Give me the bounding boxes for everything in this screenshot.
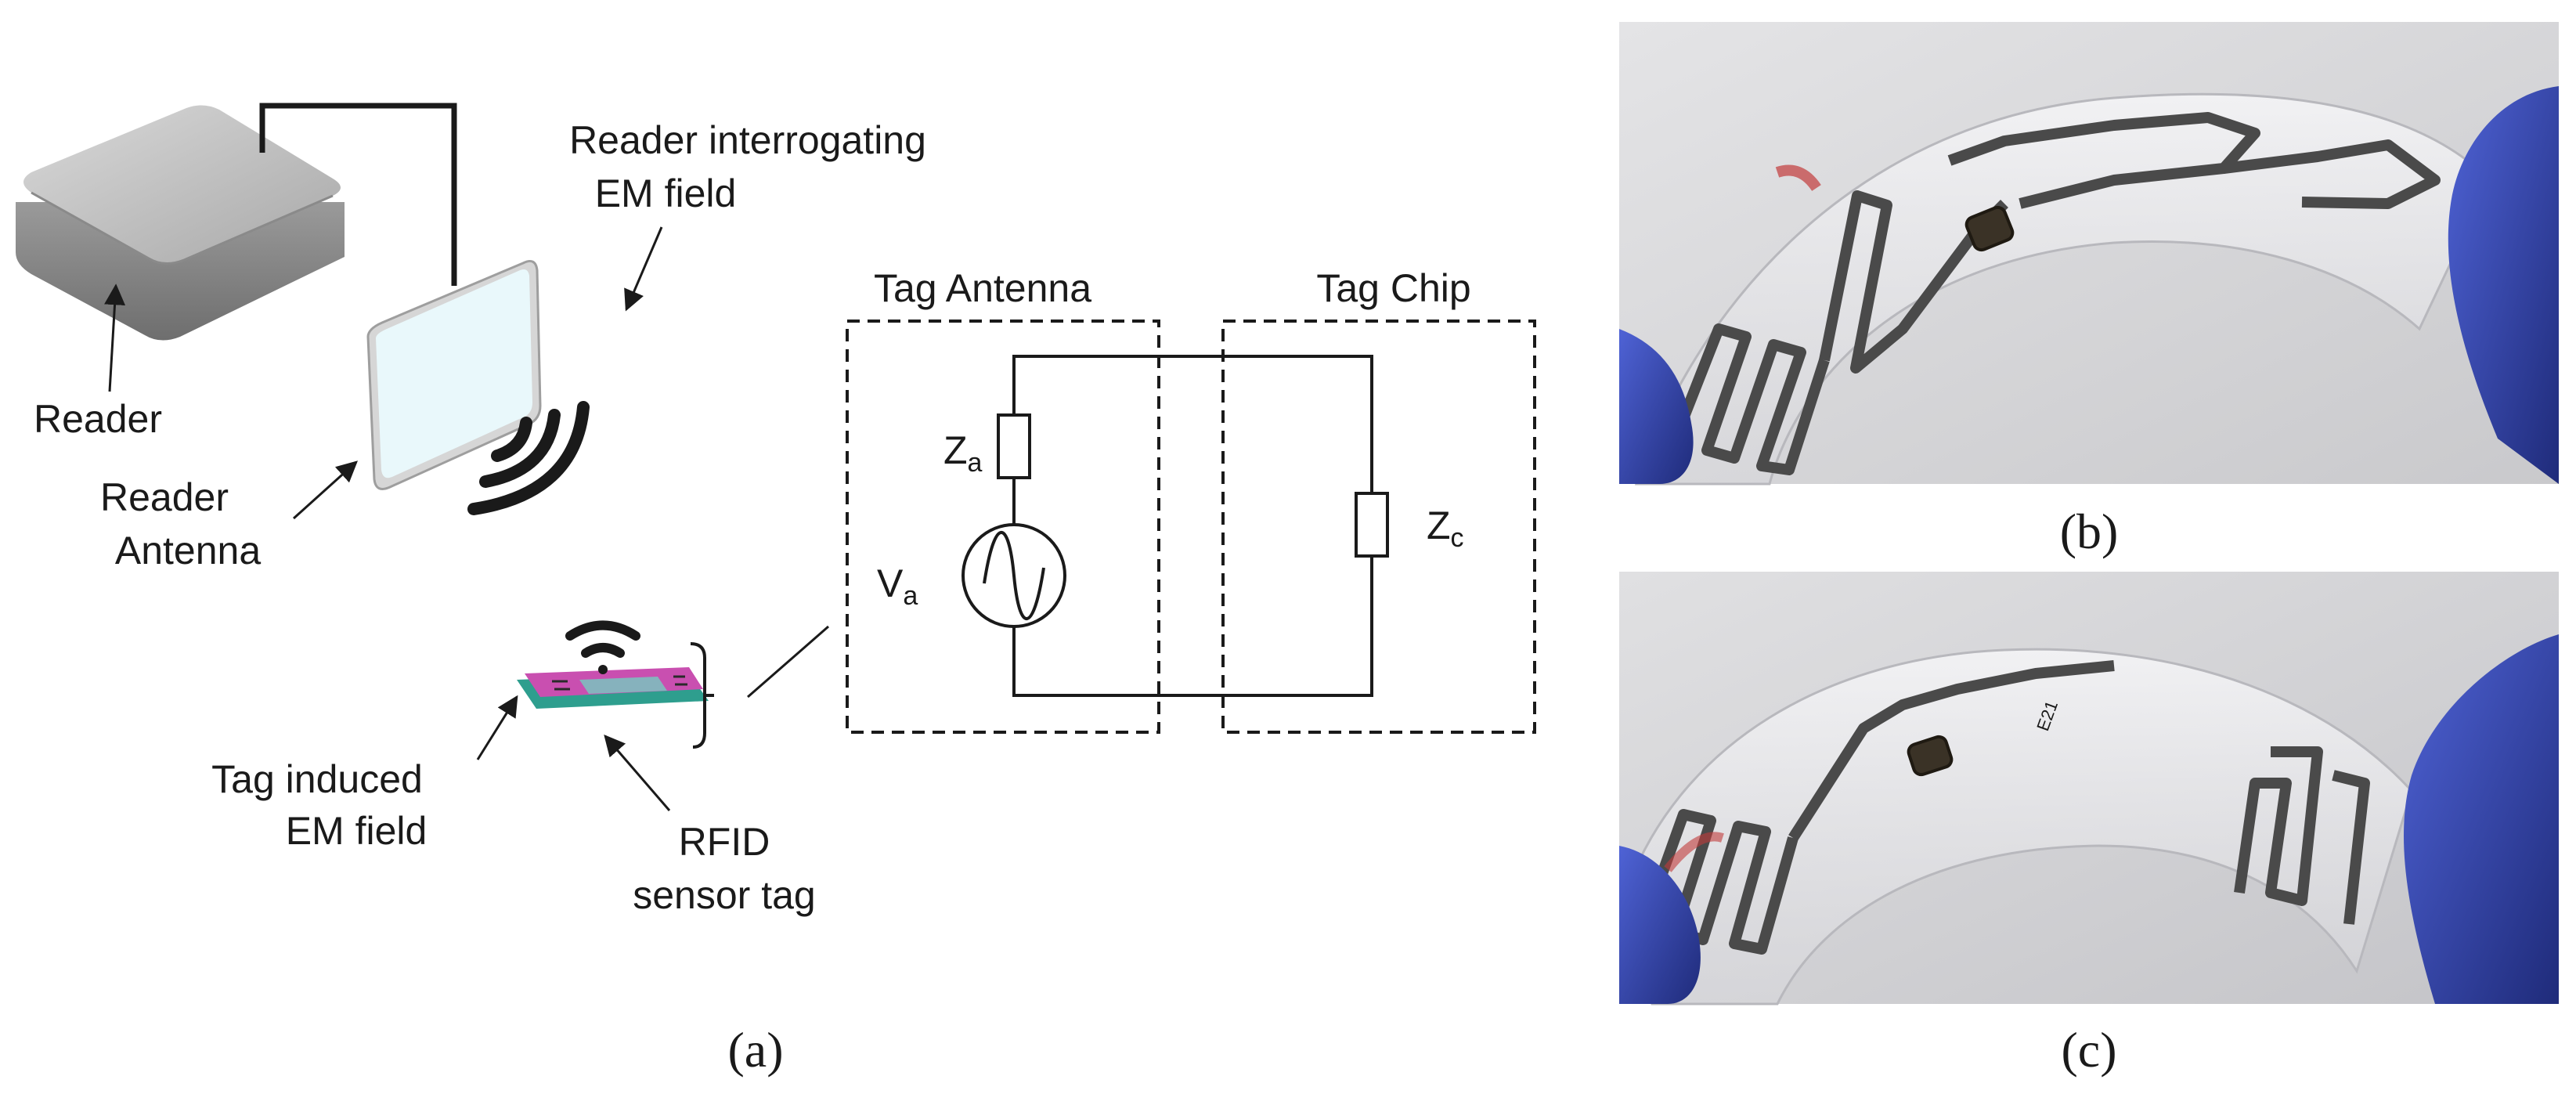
rfid-tag-label-line2: sensor tag (633, 873, 815, 917)
reader-device (16, 105, 345, 341)
tag-wifi-icon (565, 620, 640, 674)
zc-impedance (1355, 492, 1389, 558)
tag-chip-box (1221, 320, 1536, 734)
tag-field-label-line1: Tag induced (211, 757, 423, 801)
tag-field-label-line2: EM field (286, 809, 428, 853)
photo-c: E21 (1619, 572, 2559, 1006)
antenna-trace-c (1639, 660, 2370, 955)
rfid-tag-label-line1: RFID (679, 820, 770, 864)
reader-field-label-line2: EM field (595, 172, 737, 215)
photo-b (1619, 22, 2559, 486)
tag-antenna-title: Tag Antenna (874, 266, 1091, 310)
glove-left-b (1619, 329, 1694, 484)
zc-label: Zc (1427, 504, 1464, 553)
panel-a: Reader interrogating EM field Reader Rea… (16, 103, 1536, 1078)
reader-antenna-cable (259, 103, 457, 286)
glove-left-c (1619, 846, 1701, 1004)
reader-wifi-icon (467, 401, 590, 515)
za-label: Za (943, 428, 983, 478)
panel-c: E21 (c) (1619, 572, 2559, 1078)
panel-b: (b) (1619, 22, 2559, 559)
glove-right-b (2448, 86, 2559, 484)
tag-chip-c (1907, 735, 1954, 777)
glove-right-c (2404, 634, 2559, 1004)
va-label: Va (877, 561, 918, 611)
reader-label: Reader (34, 397, 162, 441)
za-impedance (997, 413, 1031, 479)
reader-antenna-arrow (292, 460, 359, 520)
reader-field-arrow (624, 226, 663, 312)
equivalent-circuit: Tag Antenna Tag Chip Za Va Zc (846, 266, 1536, 734)
rfid-sensor-tag (517, 642, 714, 749)
tag-field-arrow (476, 695, 518, 760)
tag-to-circuit-line (747, 625, 829, 699)
antenna-trace-b (1670, 112, 2441, 475)
tag-chip-b (1964, 205, 2015, 252)
panel-b-caption: (b) (2060, 504, 2119, 559)
reader-field-label-line1: Reader interrogating (569, 118, 926, 162)
panel-a-caption: (a) (727, 1022, 783, 1078)
reader-arrow (104, 283, 126, 392)
reader-antenna-label-line1: Reader (100, 475, 229, 519)
reader-antenna (366, 260, 542, 490)
rfid-tag-arrow (604, 734, 671, 811)
tag-antenna-box (846, 320, 1160, 734)
reader-antenna-label-line2: Antenna (115, 529, 261, 572)
tag-chip-title: Tag Chip (1316, 266, 1470, 310)
sine-wave-icon (983, 531, 1045, 620)
panel-c-caption: (c) (2061, 1022, 2116, 1078)
